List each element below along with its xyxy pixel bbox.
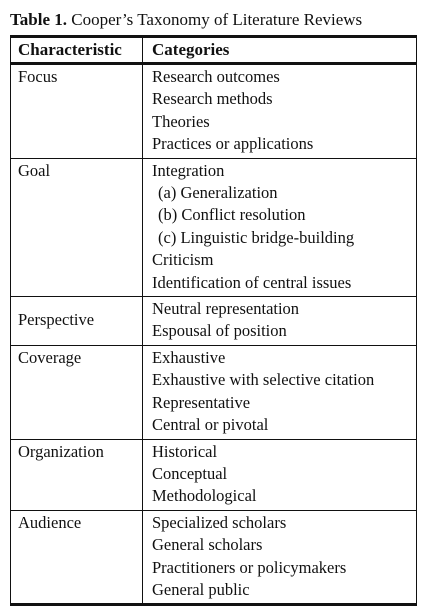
table-caption-label: Table 1.: [10, 10, 68, 29]
category-item: General scholars: [152, 535, 263, 555]
category-item: General public: [152, 579, 250, 599]
category-item: Methodological: [152, 486, 257, 506]
row-characteristic: Perspective: [11, 297, 143, 345]
row-characteristic: Focus: [11, 65, 143, 158]
row-categories: Integration (a) Generalization (b) Confl…: [143, 159, 416, 296]
category-item: Theories: [152, 111, 210, 131]
category-item: Exhaustive: [152, 347, 226, 367]
category-item: Specialized scholars: [152, 512, 287, 532]
category-item: Practitioners or policymakers: [152, 557, 347, 577]
row-categories: Exhaustive Exhaustive with selective cit…: [143, 346, 416, 439]
category-item: Neutral representation: [152, 299, 300, 319]
table-row-focus: Focus Research outcomes Research methods…: [11, 65, 416, 159]
category-item: Integration: [152, 160, 225, 180]
row-categories: Neutral representation Espousal of posit…: [143, 297, 416, 345]
row-categories: Specialized scholars General scholars Pr…: [143, 511, 416, 604]
category-item: Exhaustive with selective citation: [152, 370, 375, 390]
category-item: Representative: [152, 392, 251, 412]
category-item: Criticism: [152, 250, 214, 270]
table-row-coverage: Coverage Exhaustive Exhaustive with sele…: [11, 345, 416, 440]
table-row-audience: Audience Specialized scholars General sc…: [11, 510, 416, 604]
category-item: Identification of central issues: [152, 272, 352, 292]
category-item: Central or pivotal: [152, 415, 269, 435]
category-subitem: (c) Linguistic bridge-building: [158, 227, 355, 247]
table-row-organization: Organization Historical Conceptual Metho…: [11, 439, 416, 511]
row-categories: Research outcomes Research methods Theor…: [143, 65, 416, 158]
category-item: Research methods: [152, 89, 273, 109]
row-characteristic: Goal: [11, 158, 143, 297]
row-characteristic: Coverage: [11, 345, 143, 439]
table-caption-title: Cooper’s Taxonomy of Literature Reviews: [71, 10, 363, 29]
category-item: Espousal of position: [152, 321, 287, 341]
taxonomy-table: Characteristic Categories Focus Research…: [10, 35, 417, 606]
category-item: Research outcomes: [152, 67, 280, 86]
category-item: Conceptual: [152, 463, 228, 483]
table-row-perspective: Perspective Neutral representation Espou…: [11, 297, 416, 346]
category-item: Practices or applications: [152, 134, 314, 154]
category-item: Historical: [152, 441, 218, 461]
row-characteristic: Organization: [11, 439, 143, 510]
table-row-goal: Goal Integration (a) Generalization (b) …: [11, 158, 416, 298]
header-characteristic: Characteristic: [11, 38, 143, 62]
row-categories: Historical Conceptual Methodological: [143, 440, 416, 510]
category-subitem: (b) Conflict resolution: [158, 205, 306, 225]
row-characteristic: Audience: [11, 510, 143, 604]
header-categories: Categories: [152, 40, 230, 59]
table-header-row: Characteristic Categories: [11, 38, 416, 65]
table-caption: Table 1. Cooper’s Taxonomy of Literature…: [10, 10, 362, 30]
category-subitem: (a) Generalization: [158, 183, 278, 203]
